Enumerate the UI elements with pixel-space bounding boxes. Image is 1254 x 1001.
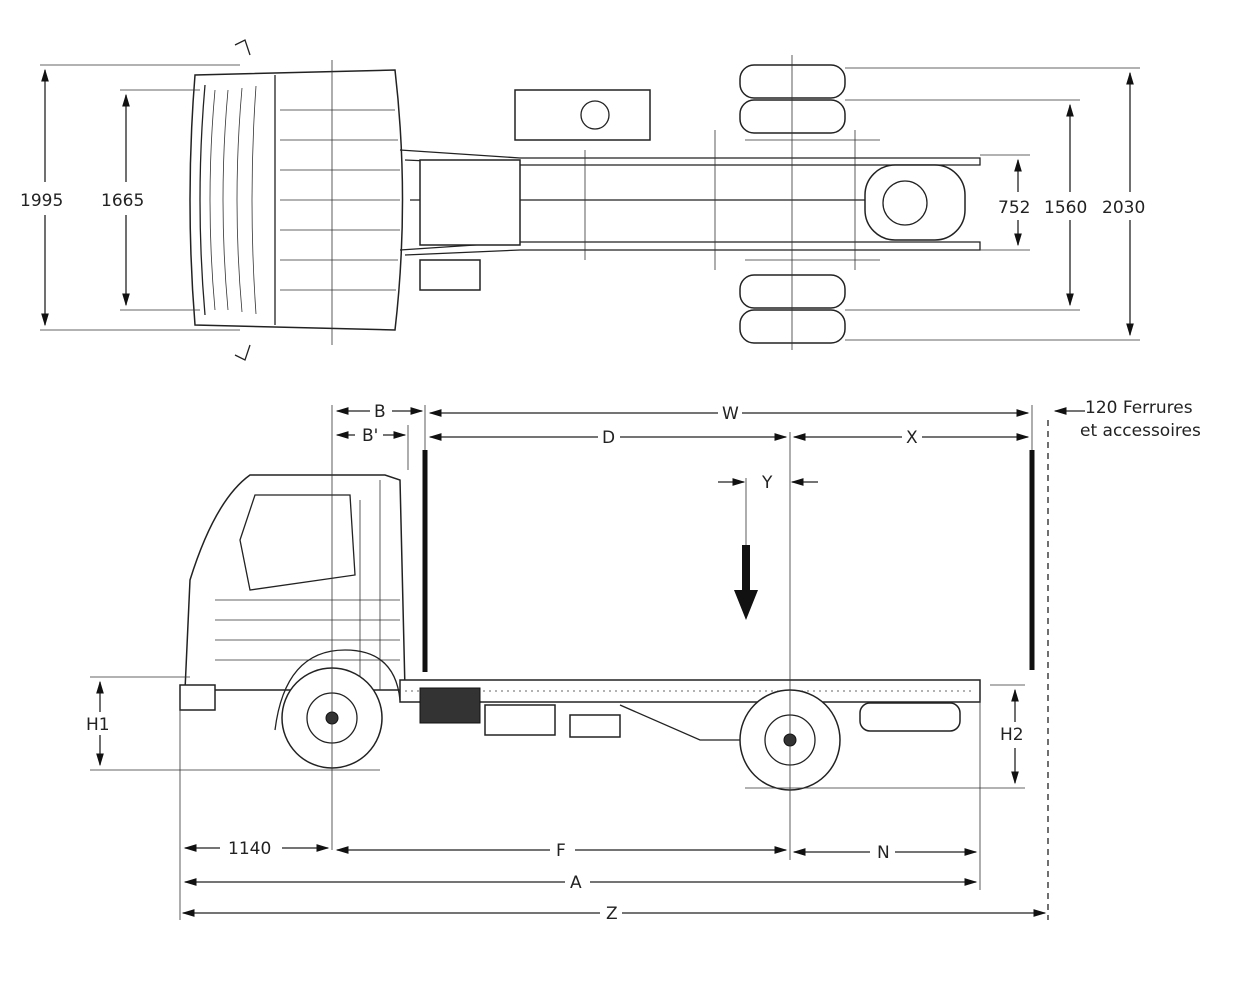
side-view: B B' W D X Y 120 Ferrures et accessoires [86,398,1201,924]
cab-top [189,39,404,361]
dim-2030: 2030 [1102,198,1145,218]
label-Y: Y [761,473,773,493]
label-W: W [722,404,739,424]
top-view: 1995 1665 752 1560 2030 [20,39,1145,361]
chassis-top [399,55,981,350]
label-D: D [602,428,615,448]
label-A: A [570,873,582,893]
note-line1: 120 Ferrures [1085,398,1193,418]
dim-752: 752 [998,198,1030,218]
note-line2: et accessoires [1080,421,1201,441]
dim-1140: 1140 [228,839,271,859]
cab-side [179,474,406,711]
side-dims-top: B B' W D X Y 120 Ferrures et accessoires [335,398,1201,545]
label-H1: H1 [86,715,110,735]
load-arrow-icon [734,545,758,620]
label-X: X [906,428,918,448]
top-dims-right: 752 1560 2030 [845,67,1145,341]
label-F: F [556,841,566,861]
top-dims-left: 1995 1665 [20,64,240,331]
dim-1995: 1995 [20,191,63,211]
side-dims-bottom: 1140 F N A Z [179,700,1047,924]
dim-1665: 1665 [101,191,144,211]
label-B-prime: B' [362,426,378,446]
label-H2: H2 [1000,725,1024,745]
label-B: B [374,402,386,422]
label-Z: Z [606,904,618,924]
dim-1560: 1560 [1044,198,1087,218]
chassis-side [399,679,981,741]
side-dims-height: H1 H2 [86,676,1025,789]
label-N: N [877,843,890,863]
